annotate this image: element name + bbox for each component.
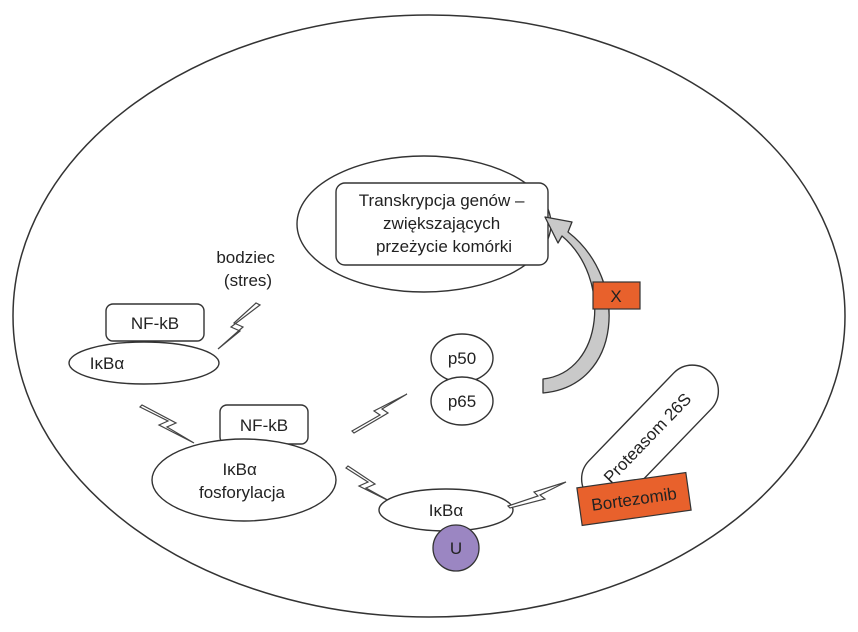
nfkb-mid-label: NF-kB [240, 416, 288, 435]
p50-label: p50 [448, 349, 476, 368]
ubiquitin-label: U [450, 539, 462, 558]
nfkb-top-label: NF-kB [131, 314, 179, 333]
p65-ellipse [430, 376, 494, 426]
phosphorylation-bolt [138, 404, 195, 444]
transcription-label: Transkrypcja genów – zwiększających prze… [359, 191, 529, 256]
inhibitor-x-label: X [610, 287, 621, 306]
stimulus-label: bodziec (stres) [216, 248, 279, 290]
nfkb-top-box [105, 303, 205, 342]
cell-outline [12, 14, 846, 618]
bortezomib-group: Bortezomib [576, 471, 692, 527]
bortezomib-box [576, 471, 692, 527]
p65-label: p65 [448, 392, 476, 411]
ubiquitination-bolt [345, 465, 394, 504]
ikba-ub-label: IκBα [429, 501, 464, 520]
ikba-phos-ellipse [151, 438, 337, 522]
stimulus-bolt [217, 302, 262, 350]
release-bolt [351, 393, 408, 434]
ubiquitin-circle [432, 524, 480, 572]
ikba-top-ellipse [68, 341, 220, 385]
translocation-arrow [542, 216, 610, 394]
ikba-top-label: IκBα [90, 354, 125, 373]
inhibitor-x-box [592, 281, 641, 310]
ikba-phos-label: IκBα fosforylacja [199, 460, 286, 502]
degradation-bolt [506, 481, 567, 509]
